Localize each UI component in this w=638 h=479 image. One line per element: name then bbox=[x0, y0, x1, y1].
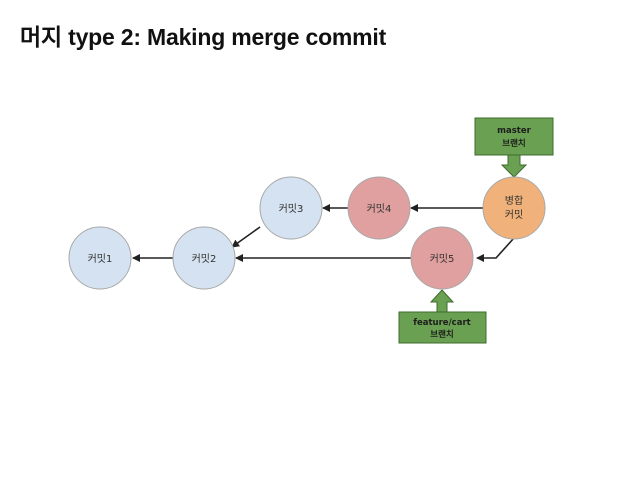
commit-1-circle bbox=[68, 226, 132, 290]
commit-4-label: 커밋4 bbox=[367, 203, 392, 215]
commit-2-label: 커밋2 bbox=[192, 253, 217, 265]
master-pointer-arrow bbox=[500, 154, 528, 178]
commit-node-5: 커밋5 bbox=[410, 226, 474, 290]
master-branch-label: master bbox=[497, 126, 531, 136]
merge-commit-circle bbox=[482, 176, 546, 240]
master-branch-pointer: master 브랜치 bbox=[474, 117, 554, 178]
edge-merge-to-commit5 bbox=[476, 237, 515, 262]
merge-commit-label-line2: 커밋 bbox=[505, 209, 523, 221]
edges bbox=[132, 204, 515, 262]
feature-branch-pointer: feature/cart 브랜치 bbox=[398, 289, 487, 344]
commit-5-label: 커밋5 bbox=[430, 253, 455, 265]
master-branch-box bbox=[474, 117, 554, 156]
commit-3-circle bbox=[259, 176, 323, 240]
feature-pointer-arrow bbox=[429, 289, 455, 313]
page-title: 머지 type 2: Making merge commit bbox=[20, 24, 387, 50]
master-branch-sublabel: 브랜치 bbox=[502, 138, 525, 149]
commit-4-circle bbox=[347, 176, 411, 240]
feature-branch-label: feature/cart bbox=[413, 318, 470, 328]
edge-commit3-to-commit2 bbox=[231, 226, 261, 248]
merge-commit-label-line1: 병합 bbox=[505, 195, 523, 207]
commit-5-circle bbox=[410, 226, 474, 290]
commit-node-1: 커밋1 bbox=[68, 226, 132, 290]
commit-node-4: 커밋4 bbox=[347, 176, 411, 240]
feature-branch-box bbox=[398, 311, 487, 344]
feature-branch-sublabel: 브랜치 bbox=[430, 329, 453, 340]
commit-1-label: 커밋1 bbox=[88, 253, 113, 265]
merge-commit-node: 병합 커밋 bbox=[482, 176, 546, 240]
commit-node-3: 커밋3 bbox=[259, 176, 323, 240]
commit-3-label: 커밋3 bbox=[279, 203, 304, 215]
commit-node-2: 커밋2 bbox=[172, 226, 236, 290]
commit-2-circle bbox=[172, 226, 236, 290]
